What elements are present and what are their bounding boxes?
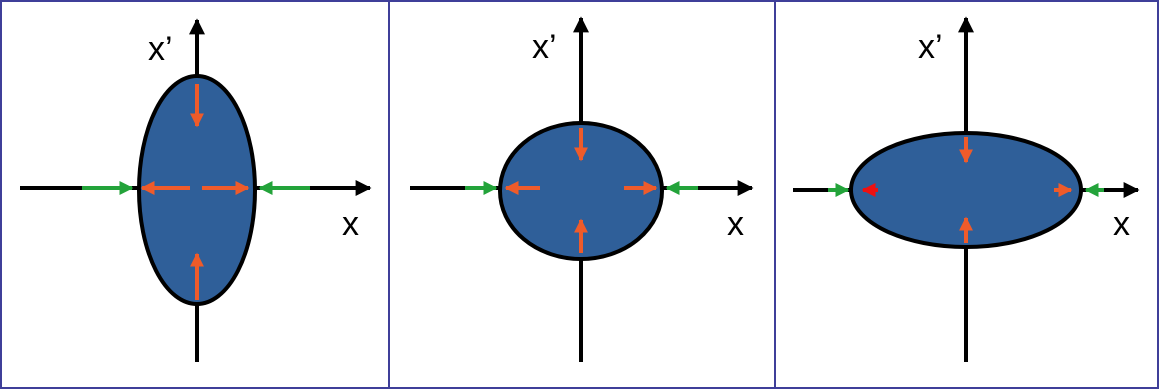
panel-wide: x’ x bbox=[793, 16, 1140, 362]
vertical-axis-label: x’ bbox=[918, 28, 943, 66]
ellipse bbox=[137, 74, 257, 306]
panel-tall: x’ x bbox=[20, 18, 372, 362]
vertical-axis-label: x’ bbox=[148, 30, 173, 68]
horizontal-axis-label: x bbox=[727, 205, 744, 243]
ellipse bbox=[498, 121, 664, 261]
vertical-axis-label: x’ bbox=[532, 28, 557, 66]
horizontal-axis-label: x bbox=[1113, 205, 1130, 243]
ellipse bbox=[849, 131, 1083, 249]
panel-round: x’ x bbox=[410, 16, 754, 362]
horizontal-axis-label: x bbox=[342, 205, 359, 243]
panel-frame-3 bbox=[774, 0, 1159, 389]
